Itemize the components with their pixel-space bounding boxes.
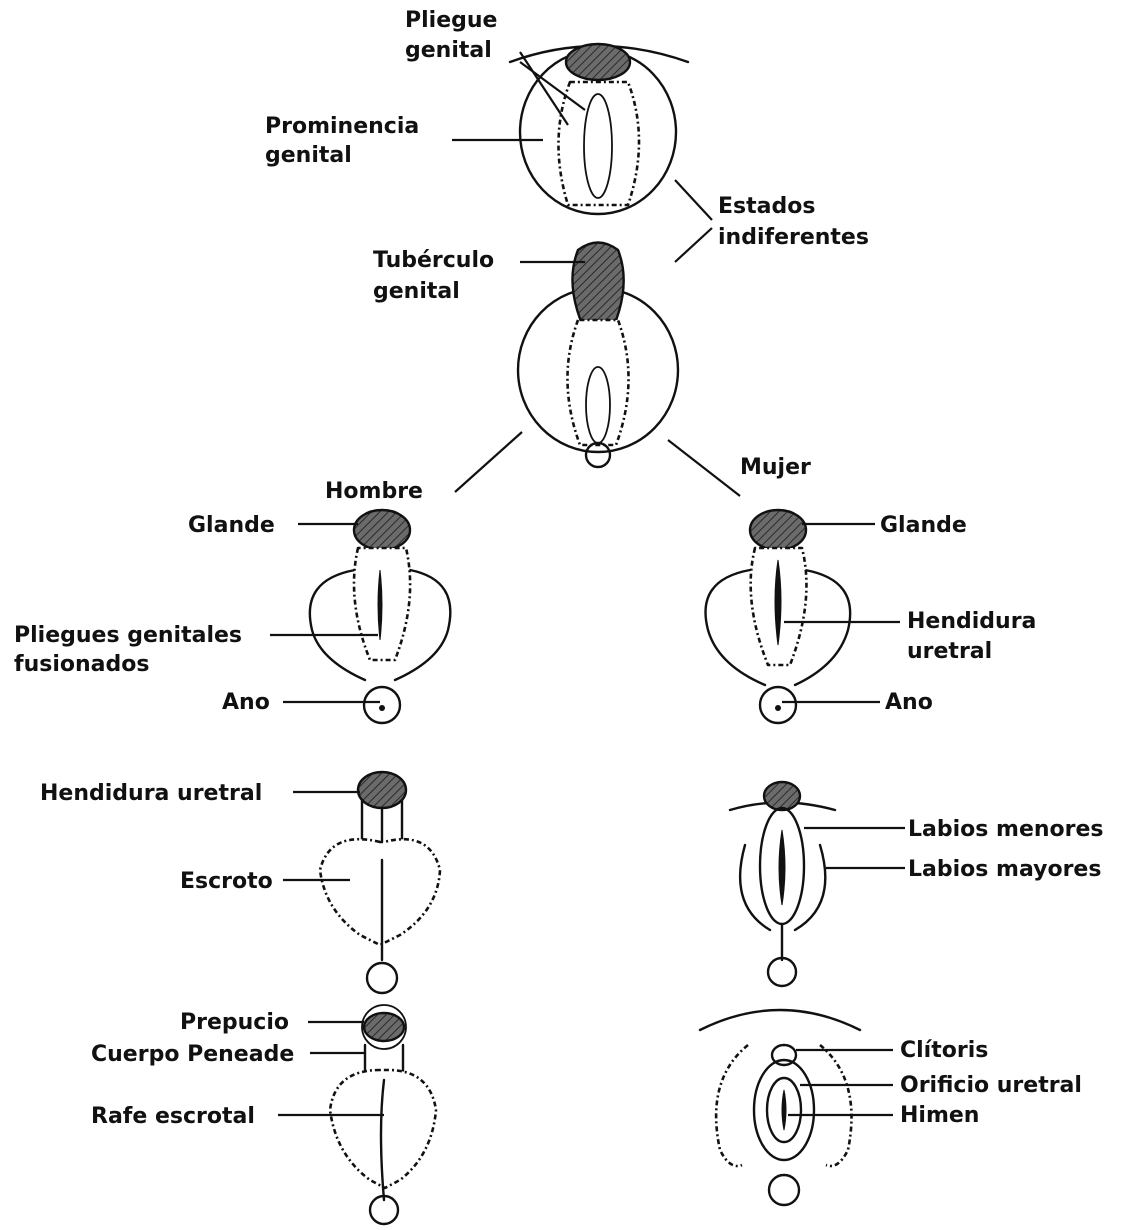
label-estados-line2: indiferentes: [718, 225, 869, 250]
labia-majora-right: [795, 845, 825, 930]
prepuce-glans: [364, 1013, 404, 1041]
male-middle-stage: [320, 772, 440, 993]
label-tuberculo-line1: Tubérculo: [373, 248, 494, 273]
female-final-stage: [700, 1010, 860, 1205]
label-prepucio: Prepucio: [180, 1010, 289, 1035]
female-early-stage: [706, 510, 851, 723]
scrotum: [320, 839, 440, 945]
label-glande-female: Glande: [880, 513, 967, 538]
label-tuberculo-line2: genital: [373, 279, 460, 304]
genital-folds-late: [567, 320, 628, 445]
label-himen: Himen: [900, 1103, 979, 1128]
genital-tubercle-early: [566, 44, 630, 80]
label-pliegue-genital-line2: genital: [405, 38, 492, 63]
male-early-stage: [310, 510, 450, 723]
label-hendidura-uretral-male: Hendidura uretral: [40, 781, 262, 806]
label-prominencia-genital-line1: Prominencia: [265, 114, 419, 139]
label-ano-male: Ano: [222, 690, 270, 715]
label-pliegue-genital-line1: Pliegue: [405, 8, 497, 33]
label-clitoris: Clítoris: [900, 1038, 988, 1063]
anal-membrane: [586, 443, 610, 467]
label-ano-female: Ano: [885, 690, 933, 715]
label-hendidura-female-line2: uretral: [907, 639, 992, 664]
labia-left-final: [716, 1045, 748, 1166]
label-hendidura-female-line1: Hendidura: [907, 609, 1036, 634]
stage-indifferent-early: [510, 44, 688, 214]
branch-line-mujer: [668, 440, 740, 496]
labels: Pliegue genital Prominencia genital Esta…: [14, 8, 1104, 1129]
label-pliegues-fusionados-line1: Pliegues genitales: [14, 623, 242, 648]
label-orificio-uretral: Orificio uretral: [900, 1073, 1082, 1098]
branch-line-hombre: [455, 432, 522, 492]
label-cuerpo-peneade: Cuerpo Peneade: [91, 1042, 294, 1067]
label-estados-line1: Estados: [718, 194, 815, 219]
label-rafe-escrotal: Rafe escrotal: [91, 1104, 255, 1129]
label-prominencia-genital-line2: genital: [265, 143, 352, 168]
estados-arrow-down: [675, 228, 712, 262]
label-labios-mayores: Labios mayores: [908, 857, 1101, 882]
label-pliegues-fusionados-line2: fusionados: [14, 652, 149, 677]
female-middle-stage: [730, 782, 835, 986]
glans-male-early: [354, 510, 410, 550]
glans-female-early: [750, 510, 806, 550]
stage-indifferent-late: [518, 243, 678, 468]
label-labios-menores: Labios menores: [908, 817, 1104, 842]
label-mujer: Mujer: [740, 455, 811, 480]
label-glande-male: Glande: [188, 513, 275, 538]
label-hombre: Hombre: [325, 479, 423, 504]
labia-majora-left: [740, 845, 770, 930]
label-escroto: Escroto: [180, 869, 273, 894]
estados-arrow-up: [675, 180, 712, 220]
